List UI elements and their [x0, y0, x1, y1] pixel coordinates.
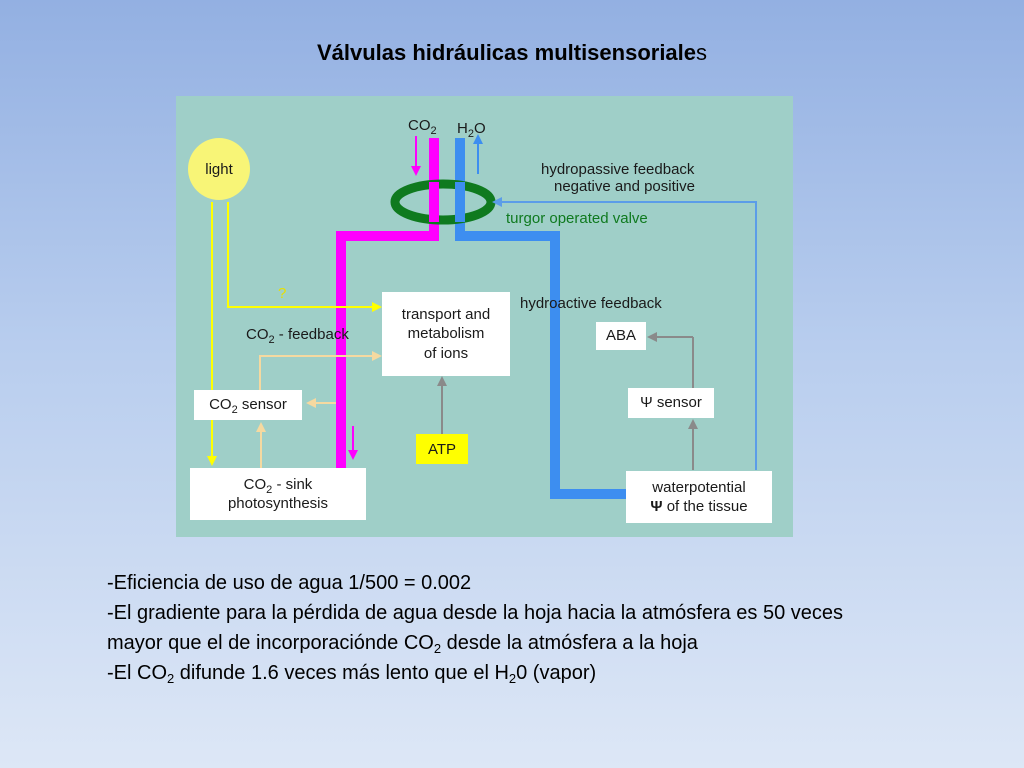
waterpotential-line-2-text: of the tissue — [662, 498, 748, 515]
note-line-4-subscript-2: 2 — [508, 671, 517, 686]
light-source-circle: light — [188, 138, 250, 200]
slide-title-tail: s — [696, 40, 708, 65]
co2-sensor-subscript: 2 — [231, 404, 238, 417]
waterpotential-tissue-box: waterpotential Ψ of the tissue — [626, 471, 772, 523]
transport-line-3: of ions — [423, 344, 469, 362]
note-line-1: -Eficiencia de uso de agua 1/500 = 0.002 — [107, 572, 472, 594]
psi-symbol: Ψ — [650, 498, 663, 515]
diagram-graphics — [207, 134, 757, 499]
co2-feedback-label: CO2 - feedback — [246, 326, 349, 346]
note-line-4-post: 0 (vapor) — [516, 662, 597, 684]
turgor-valve-ring — [390, 179, 496, 225]
sink-line-1-post: - sink — [272, 475, 313, 493]
co2-feedback-pre: CO — [246, 326, 269, 343]
co2-top-text: CO — [408, 117, 431, 134]
note-line-4-pre: -El CO — [107, 662, 167, 684]
psi-sensor-box: Ψ sensor — [628, 388, 714, 418]
notes-text-block: -Eficiencia de uso de agua 1/500 = 0.002… — [107, 568, 987, 688]
waterpotential-line-1: waterpotential — [652, 478, 746, 496]
unknown-link-question-mark: ? — [278, 285, 287, 302]
sink-line-1-subscript: 2 — [266, 483, 273, 496]
diagram-panel: CO2 H2O light hydropassive feedback nega… — [176, 96, 793, 537]
turgor-valve-label: turgor operated valve — [506, 210, 648, 227]
aba-box: ABA — [596, 322, 646, 350]
h2o-subscript: 2 — [467, 128, 474, 140]
note-line-3-pre: mayor que el de incorporaciónde CO — [107, 632, 434, 654]
co2-feedback-arrow — [259, 351, 382, 392]
co2-feedback-subscript: 2 — [268, 334, 275, 346]
co2-sensor-pre: CO — [209, 396, 232, 414]
light-to-transport-arrow — [227, 202, 382, 312]
transport-line-2: metabolism — [407, 325, 485, 343]
co2-sink-photosynthesis-box: CO2 - sink photosynthesis — [190, 468, 366, 520]
hydropassive-label-1: hydropassive feedback — [541, 161, 695, 178]
h2o-text-pre: H — [457, 120, 468, 137]
sink-line-1-pre: CO — [243, 475, 267, 493]
note-line-4: -El CO2 difunde 1.6 veces más lento que … — [107, 658, 987, 688]
h2o-text-post: O — [473, 120, 486, 137]
co2-sensor-post: sensor — [237, 396, 287, 414]
note-line-3: mayor que el de incorporaciónde CO2 desd… — [107, 628, 987, 658]
psi-sensor-label: Ψ sensor — [640, 394, 702, 412]
atp-label: ATP — [427, 440, 457, 458]
waterpotential-line-2: Ψ of the tissue — [650, 497, 747, 517]
co2-top-label: CO2 — [408, 117, 437, 137]
transport-metabolism-box: transport and metabolism of ions — [382, 292, 510, 376]
aba-label: ABA — [605, 327, 636, 345]
note-line-4-mid: difunde 1.6 veces más lento que el H — [174, 662, 509, 684]
note-line-3-subscript: 2 — [433, 641, 442, 656]
co2-feedback-post: - feedback — [274, 326, 349, 343]
co2-sensor-box: CO2 sensor — [194, 390, 302, 420]
sink-line-1: CO2 - sink — [243, 475, 313, 496]
hydropassive-feedback-arrow — [492, 197, 757, 470]
slide-title-bold: Válvulas hidráulicas multisensoriale — [316, 40, 697, 65]
co2-sensor-label: CO2 sensor — [209, 395, 287, 417]
hydroactive-feedback-label: hydroactive feedback — [520, 295, 662, 312]
slide-title: Válvulas hidráulicas multisensoriales — [0, 40, 1024, 66]
hydropassive-label-2: negative and positive — [554, 178, 695, 195]
sink-line-2: photosynthesis — [227, 495, 329, 512]
transport-line-1: transport and — [401, 305, 491, 323]
note-line-3-post: desde la atmósfera a la hoja — [441, 632, 698, 654]
atp-box: ATP — [416, 434, 468, 464]
co2-top-subscript: 2 — [430, 125, 437, 137]
note-line-4-subscript: 2 — [167, 671, 175, 686]
h2o-top-label: H2O — [457, 120, 486, 140]
note-line-2: -El gradiente para la pérdida de agua de… — [107, 602, 844, 624]
light-label: light — [205, 160, 233, 178]
